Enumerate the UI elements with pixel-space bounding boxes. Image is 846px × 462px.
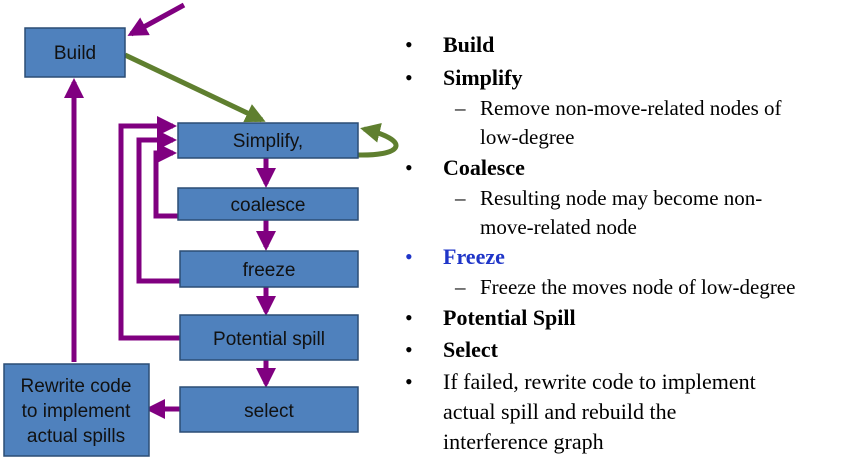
purple-arrows	[64, 2, 276, 419]
sub-simplify-line-1: – Remove non-move-related nodes of	[405, 93, 782, 123]
bullet-if-failed-line-2: actual spill and rebuild the	[405, 397, 676, 427]
bullet-marker: •	[405, 244, 413, 269]
sub-simplify-line-2: low-degree	[405, 122, 574, 152]
bullet-select: • Select	[405, 335, 498, 365]
sub-freeze-text-1: Freeze the moves node of low-degree	[480, 275, 796, 299]
select-box-label: select	[244, 401, 294, 422]
coalesce-loop-arrow	[153, 143, 178, 219]
sub-coalesce-line-1: – Resulting node may become non-	[405, 183, 762, 213]
bullet-simplify: • Simplify	[405, 63, 522, 93]
sub-coalesce-text-1: Resulting node may become non-	[480, 186, 763, 210]
select-box: select	[179, 386, 359, 433]
simplify-box: Simplify,	[177, 122, 359, 159]
bullet-marker: •	[405, 32, 413, 57]
sub-dash: –	[455, 186, 466, 210]
bullet-select-title: Select	[443, 337, 498, 362]
coalesce-box-label: coalesce	[231, 195, 306, 216]
rewrite-box-line-1: Rewrite code	[21, 376, 132, 397]
bullet-build: • Build	[405, 30, 494, 60]
coalesce-box: coalesce	[177, 187, 359, 221]
sub-simplify-text-2: low-degree	[480, 125, 575, 149]
build-box: Build	[24, 27, 126, 78]
bullet-marker: •	[405, 65, 413, 90]
bullet-if-failed-line-3: interference graph	[405, 427, 604, 457]
rewrite-box-line-2: to implement	[22, 401, 131, 422]
potential-spill-box: Potential spill	[179, 314, 359, 361]
bullet-freeze-title: Freeze	[443, 244, 505, 269]
bullet-coalesce-title: Coalesce	[443, 155, 525, 180]
rewrite-box-line-3: actual spills	[27, 426, 125, 447]
potential-spill-loop-arrow	[118, 116, 180, 341]
simplify-box-label: Simplify,	[233, 131, 303, 152]
sub-dash: –	[455, 275, 466, 299]
build-box-label: Build	[54, 43, 96, 64]
bullet-freeze: • Freeze	[405, 242, 505, 272]
bullet-build-title: Build	[443, 32, 495, 57]
bullet-marker: •	[405, 305, 413, 330]
sub-coalesce-text-2: move-related node	[480, 215, 637, 239]
sub-freeze-line-1: – Freeze the moves node of low-degree	[405, 272, 795, 302]
bullet-simplify-title: Simplify	[443, 65, 523, 90]
bullet-marker: •	[405, 337, 413, 362]
freeze-loop-arrow	[136, 130, 180, 284]
simplify-self-loop-arrow	[357, 123, 399, 158]
sub-simplify-text-1: Remove non-move-related nodes of	[480, 96, 782, 120]
bullet-marker: •	[405, 155, 413, 180]
bullet-potential-spill: • Potential Spill	[405, 303, 576, 333]
freeze-box-label: freeze	[243, 260, 296, 281]
potential-spill-box-label: Potential spill	[213, 329, 325, 350]
rewrite-box: Rewrite code to implement actual spills	[3, 363, 150, 457]
build-to-simplify-arrow	[123, 52, 266, 123]
green-arrows	[123, 52, 399, 158]
sub-dash: –	[455, 96, 466, 120]
bullet-if-failed-text-3: interference graph	[443, 429, 604, 454]
sub-coalesce-line-2: move-related node	[405, 212, 637, 242]
bullet-if-failed-text-2: actual spill and rebuild the	[443, 399, 677, 424]
bullet-if-failed-line-1: • If failed, rewrite code to implement	[405, 367, 756, 397]
bullet-marker: •	[405, 369, 413, 394]
freeze-box: freeze	[179, 250, 359, 288]
bullet-potential-spill-title: Potential Spill	[443, 305, 576, 330]
flow-diagram: Build Simplify, coalesce freeze Potentia…	[3, 2, 399, 457]
bullet-coalesce: • Coalesce	[405, 153, 525, 183]
entry-arrow	[127, 2, 186, 37]
bullet-if-failed-text-1: If failed, rewrite code to implement	[443, 369, 756, 394]
